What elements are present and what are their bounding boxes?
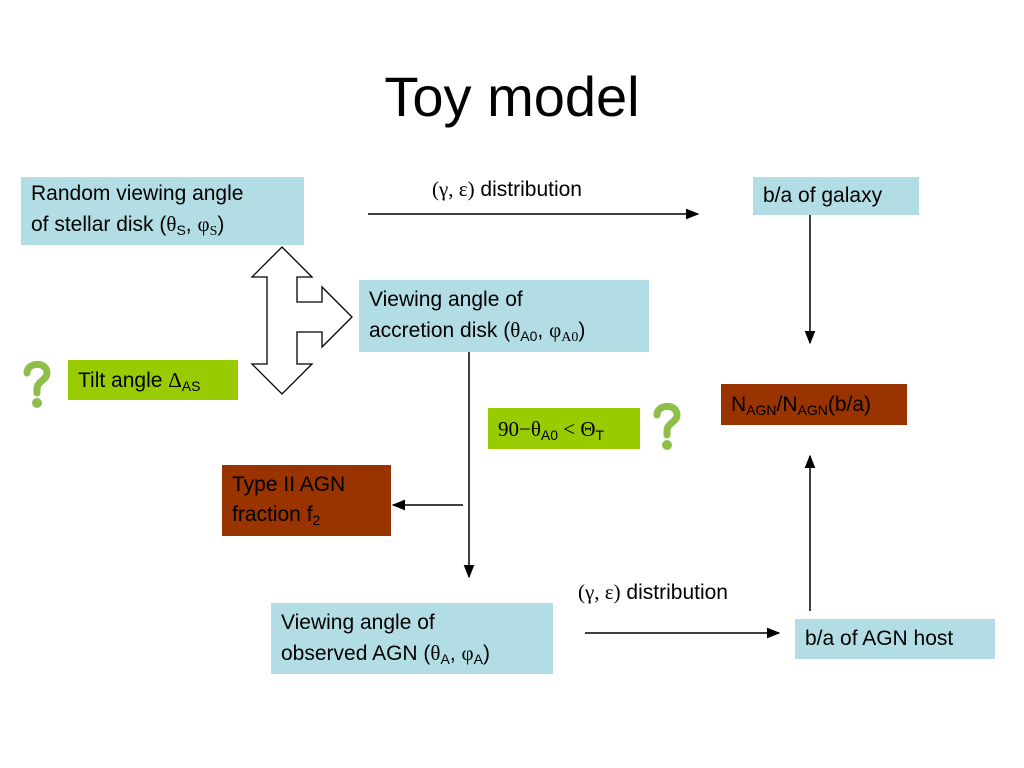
slide-title: Toy model <box>384 65 640 128</box>
question-mark-icon <box>652 401 683 450</box>
observed-agn-box: Viewing angle of observed AGN (θA, φA) <box>271 603 553 674</box>
question-mark-icon <box>22 359 53 408</box>
stellar-line2: of stellar disk (θS, φS) <box>31 212 225 239</box>
distribution-bottom-label: (γ, ε) distribution <box>578 580 728 604</box>
nagn-ratio-box: NAGN/NAGN(b/a) <box>721 384 907 425</box>
galaxy-ba-box: b/a of galaxy <box>753 177 919 215</box>
type2-fraction-box: Type II AGN fraction f2 <box>222 465 391 536</box>
tilt-angle-box: Tilt angle ΔAS <box>68 360 238 400</box>
stellar-disk-box: Random viewing angle of stellar disk (θS… <box>21 177 304 245</box>
distribution-top-label: (γ, ε) distribution <box>432 177 582 201</box>
condition-box: 90−θA0 < ΘT <box>488 408 640 449</box>
accretion-disk-box: Viewing angle of accretion disk (θA0, φA… <box>359 280 649 352</box>
agn-host-ba-box: b/a of AGN host <box>795 619 995 659</box>
stellar-line1: Random viewing angle <box>31 182 244 205</box>
double-arrow-shape <box>250 246 353 395</box>
